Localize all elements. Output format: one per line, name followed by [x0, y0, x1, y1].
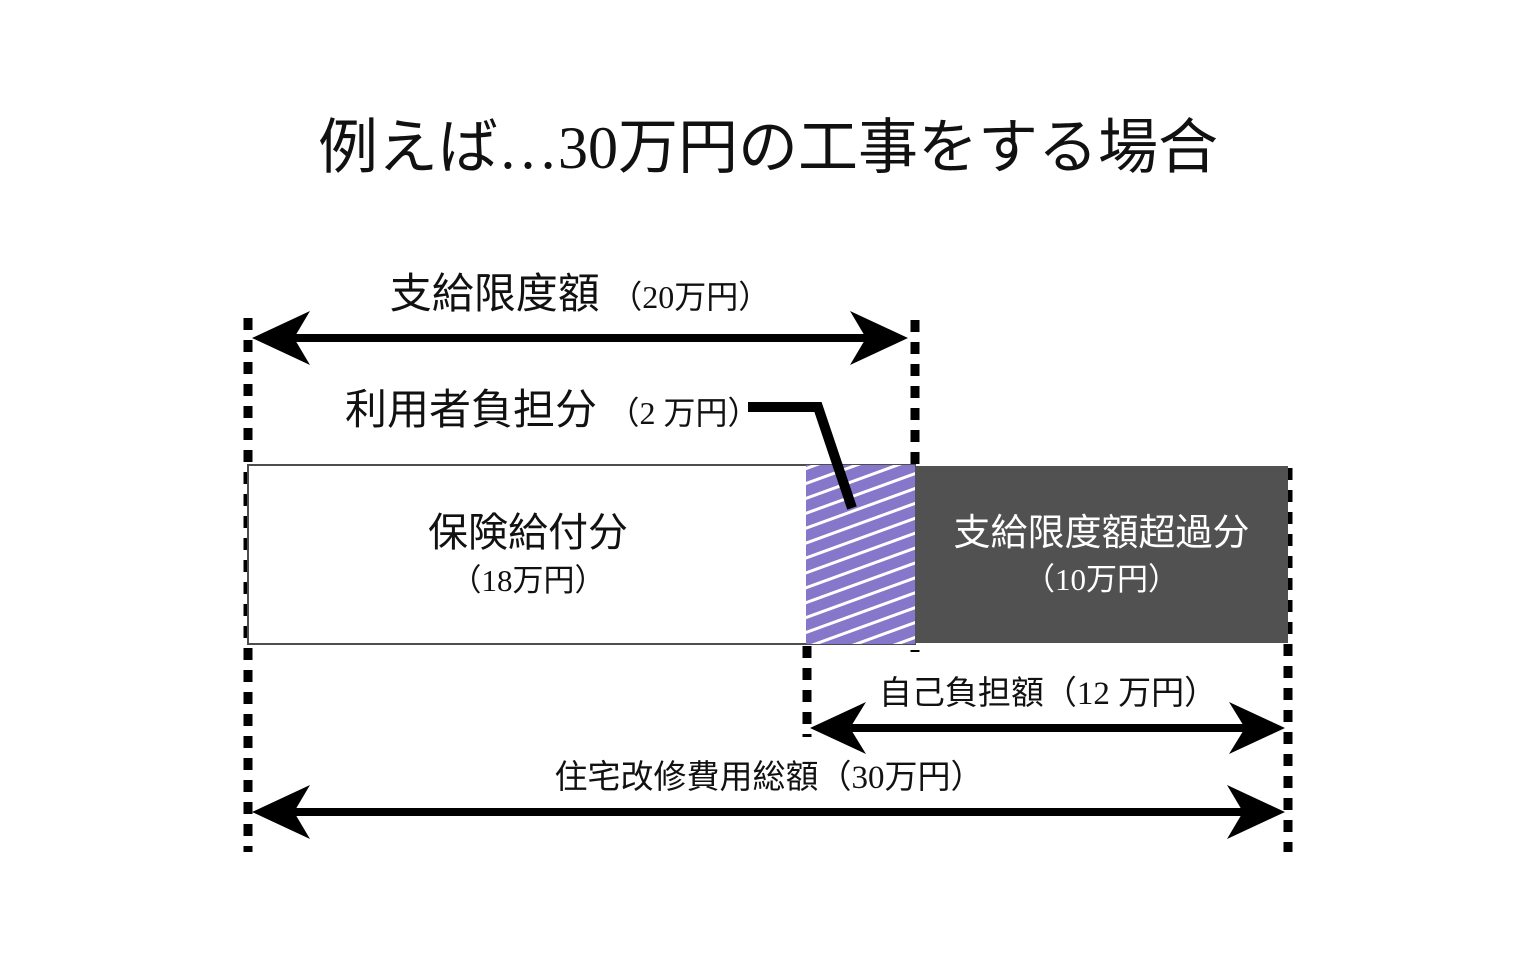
excess-box-amount: （10万円） [1024, 561, 1179, 597]
total-arrow-label: 住宅改修費用総額（30万円） [554, 760, 984, 796]
self-pay-arrow [810, 702, 1285, 754]
self-pay-arrow-label: 自己負担額（12 万円） [878, 676, 1218, 712]
total-arrow-right-head [1227, 785, 1285, 839]
insurance-box [247, 464, 916, 645]
total-arrow [252, 785, 1285, 839]
user-burden-amount: （2 万円） [607, 395, 760, 431]
diagram-title: 例えば…30万円の工事をする場合 [318, 115, 1218, 181]
insurance-box-label-text: 保険給付分 [428, 510, 628, 555]
total-arrow-left-head [252, 785, 310, 839]
limit-arrow-left-head [252, 311, 310, 365]
excess-box-label-text: 支給限度額超過分 [953, 512, 1250, 554]
limit-arrow-label: 支給限度額 （20万円） [330, 274, 830, 316]
limit-arrow-label-text: 支給限度額 [389, 272, 600, 318]
excess-box-label: 支給限度額超過分 （10万円） [915, 466, 1288, 643]
limit-arrow-amount: （20万円） [610, 279, 771, 315]
user-burden-label-text: 利用者負担分 [345, 388, 598, 434]
limit-arrow [252, 311, 908, 365]
user-burden-label: 利用者負担分 （2 万円） [345, 390, 760, 432]
user-burden-connector-line [748, 402, 857, 510]
self-pay-arrow-right-head [1229, 702, 1285, 754]
self-pay-arrow-left-head [810, 702, 866, 754]
insurance-box-amount: （18万円） [450, 563, 606, 598]
excess-box [915, 466, 1288, 643]
limit-arrow-right-head [850, 311, 908, 365]
insurance-box-label: 保険給付分 （18万円） [250, 465, 806, 644]
user-burden-box [806, 465, 915, 644]
